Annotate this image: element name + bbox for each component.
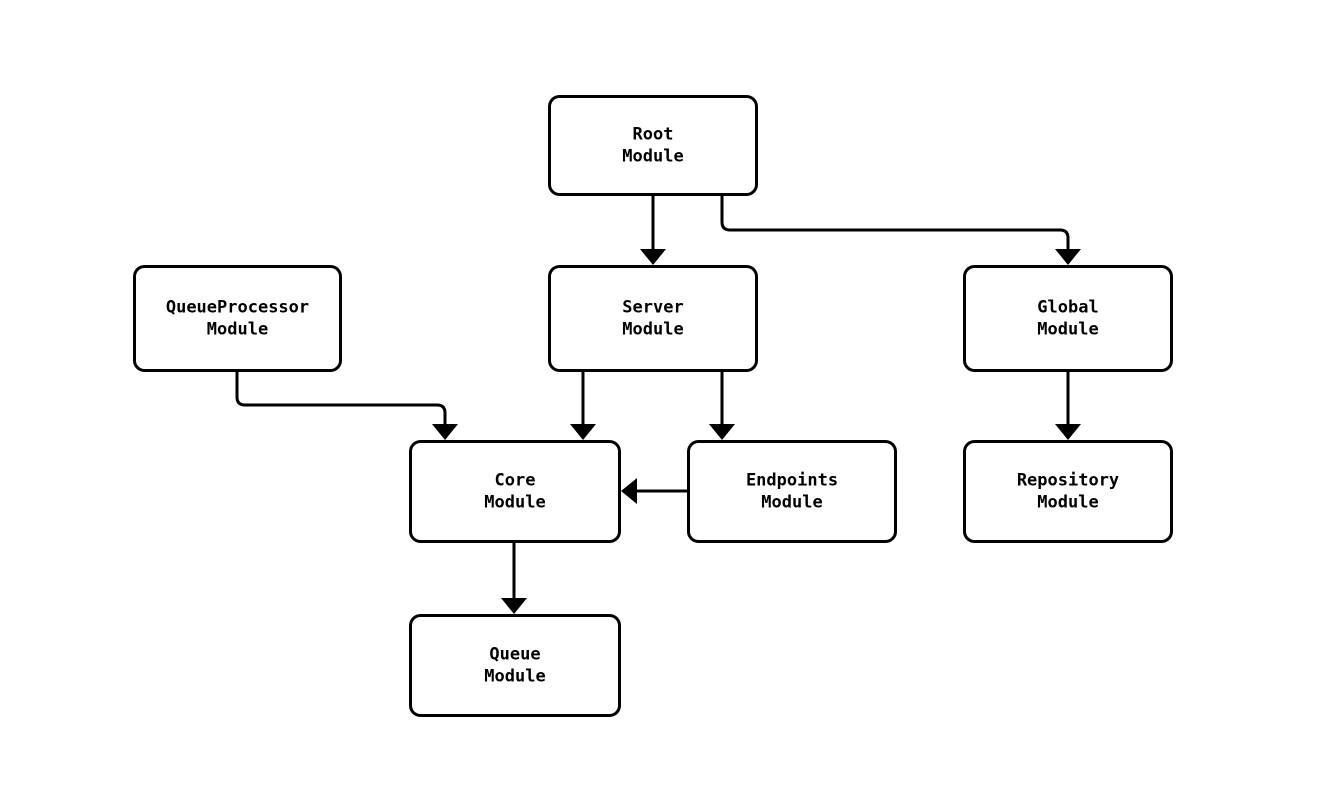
edge-core-to-queue [501,543,527,614]
endpoints-module-node-box[interactable] [687,440,897,543]
edge-server-to-endpoints [709,372,735,440]
edge-server-to-core-arrowhead [570,424,596,440]
queue-module-node-label-line2: Module [484,667,545,687]
edge-endpoints-to-core-arrowhead [621,478,637,504]
edge-global-to-repository [1055,372,1081,440]
edge-queueprocessor-to-core [235,372,458,440]
edge-root-to-server [640,196,666,265]
root-module-node-box[interactable] [548,95,758,196]
edge-root-to-global-arrowhead [1055,249,1081,265]
edge-queueprocessor-to-core-arrowhead [432,424,458,440]
edge-server-to-endpoints-arrowhead [709,424,735,440]
nodes-layer: RootModuleQueueProcessorModuleServerModu… [133,95,1173,717]
repository-module-node-label-line1: Repository [1017,471,1119,491]
core-module-node-label-line1: Core [495,471,536,491]
endpoints-module-node-label-line1: Endpoints [746,471,838,491]
edge-core-to-queue-arrowhead [501,598,527,614]
edge-endpoints-to-core [621,478,687,504]
edges-layer [235,196,1081,614]
repository-module-node-label-line2: Module [1037,493,1098,513]
global-module-node-label-line2: Module [1037,320,1098,340]
server-module-node-label-line2: Module [622,320,683,340]
edge-root-to-global [720,196,1081,265]
server-module-node-box[interactable] [548,265,758,372]
repository-module-node-box[interactable] [963,440,1173,543]
global-module-node-box[interactable] [963,265,1173,372]
edge-root-to-server-arrowhead [640,249,666,265]
core-module-node-label-line2: Module [484,493,545,513]
queueprocessor-module-node-label-line2: Module [207,320,268,340]
core-module-node-box[interactable] [409,440,621,543]
queue-module-node-box[interactable] [409,614,621,717]
edge-queueprocessor-to-core-line [235,372,447,427]
queueprocessor-module-node-box[interactable] [133,265,342,372]
queueprocessor-module-node-label-line1: QueueProcessor [166,298,309,318]
queue-module-node-label-line1: Queue [489,645,540,665]
edge-global-to-repository-arrowhead [1055,424,1081,440]
root-module-node-label-line1: Root [633,125,674,145]
global-module-node-label-line1: Global [1037,298,1098,318]
edge-root-to-global-line [720,196,1070,252]
endpoints-module-node-label-line2: Module [761,493,822,513]
root-module-node-label-line2: Module [622,147,683,167]
server-module-node-label-line1: Server [622,298,683,318]
edge-server-to-core [570,372,596,440]
